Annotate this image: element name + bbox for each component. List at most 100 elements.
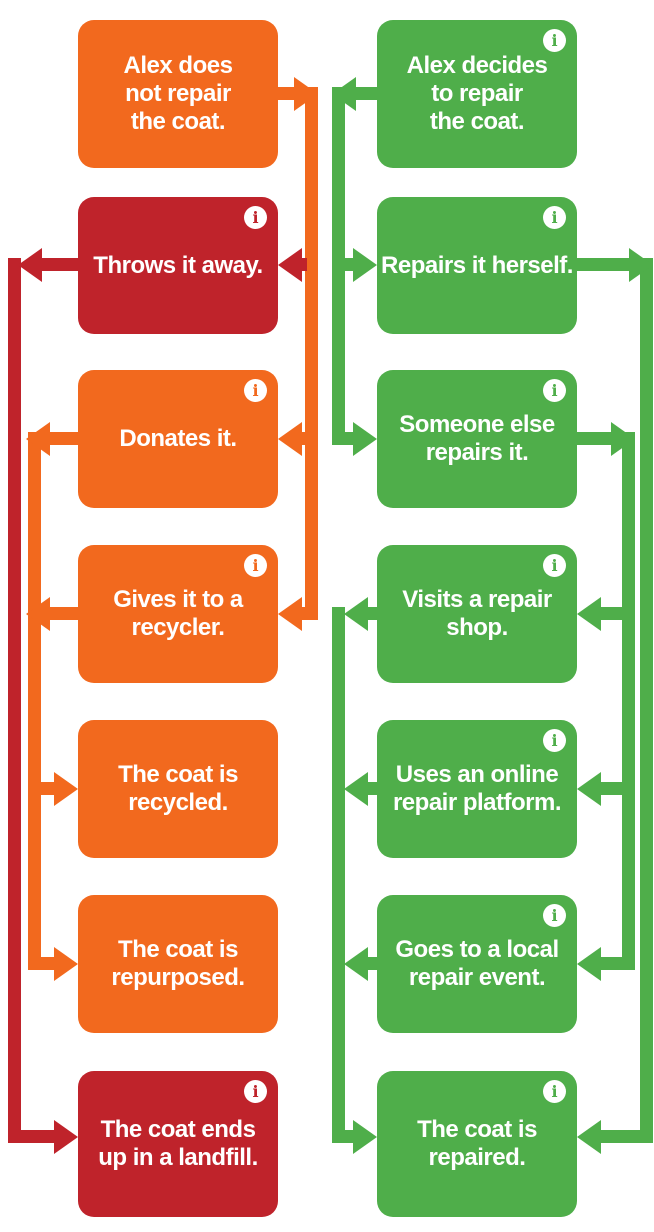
info-glyph: i <box>551 555 558 575</box>
line-orange-center <box>305 87 318 620</box>
connector-shaft <box>577 258 631 271</box>
box-repairs-herself[interactable]: i Repairs it herself. <box>377 197 577 334</box>
connector-shaft <box>599 782 622 795</box>
connector-shaft <box>354 87 377 100</box>
box-visits-repair-shop[interactable]: i Visits a repair shop. <box>377 545 577 683</box>
info-icon[interactable]: i <box>244 1080 267 1103</box>
arrowhead-left <box>344 772 368 806</box>
box-label: Repairs it herself. <box>381 251 573 279</box>
arrowhead-left <box>278 248 302 282</box>
connector-shaft <box>21 1130 56 1143</box>
connector-shaft <box>345 258 355 271</box>
box-donates-it[interactable]: i Donates it. <box>78 370 278 508</box>
line-orange-left <box>28 432 41 970</box>
connector-shaft <box>577 432 613 445</box>
info-icon[interactable]: i <box>543 554 566 577</box>
info-icon[interactable]: i <box>543 29 566 52</box>
box-label: The coat is recycled. <box>118 761 238 816</box>
box-alex-decides-repair[interactable]: i Alex decides to repair the coat. <box>377 20 577 168</box>
info-glyph: i <box>551 380 558 400</box>
box-label: Alex does not repair the coat. <box>123 52 233 135</box>
connector-shaft <box>41 957 56 970</box>
info-glyph: i <box>551 30 558 50</box>
arrowhead-right <box>54 947 78 981</box>
info-icon[interactable]: i <box>244 206 267 229</box>
box-someone-else-repairs[interactable]: i Someone else repairs it. <box>377 370 577 508</box>
box-label: Gives it to a recycler. <box>113 586 243 641</box>
info-glyph: i <box>551 730 558 750</box>
arrowhead-left <box>278 422 302 456</box>
info-glyph: i <box>551 1081 558 1101</box>
info-glyph: i <box>551 207 558 227</box>
connector-shaft <box>599 1130 640 1143</box>
arrowhead-left <box>577 1120 601 1154</box>
box-local-repair-event[interactable]: i Goes to a local repair event. <box>377 895 577 1033</box>
box-online-repair-platform[interactable]: i Uses an online repair platform. <box>377 720 577 858</box>
arrowhead-right <box>54 1120 78 1154</box>
arrowhead-left <box>577 947 601 981</box>
line-red-left <box>8 258 21 1143</box>
connector-shaft <box>599 607 622 620</box>
arrowhead-left <box>344 597 368 631</box>
box-label: Visits a repair shop. <box>402 586 552 641</box>
box-label: Uses an online repair platform. <box>392 761 562 816</box>
line-green-right-outer <box>640 258 653 1143</box>
box-throws-it-away[interactable]: i Throws it away. <box>78 197 278 334</box>
line-green-center-lower <box>332 607 345 1143</box>
arrowhead-right <box>353 1120 377 1154</box>
connector-shaft <box>300 607 318 620</box>
arrowhead-left <box>577 597 601 631</box>
arrowhead-left <box>344 947 368 981</box>
connector-shaft <box>48 607 78 620</box>
connector-shaft <box>48 432 78 445</box>
info-icon[interactable]: i <box>543 729 566 752</box>
box-label: The coat ends up in a landfill. <box>98 1116 258 1171</box>
arrowhead-right <box>294 77 318 111</box>
line-green-right-inner <box>622 432 635 970</box>
arrowhead-right <box>611 422 635 456</box>
box-alex-does-not-repair: Alex does not repair the coat. <box>78 20 278 168</box>
box-coat-repurposed: The coat is repurposed. <box>78 895 278 1033</box>
info-icon[interactable]: i <box>244 379 267 402</box>
box-label: The coat is repurposed. <box>111 936 245 991</box>
arrowhead-left <box>332 77 356 111</box>
arrowhead-right <box>353 422 377 456</box>
box-coat-repaired[interactable]: i The coat is repaired. <box>377 1071 577 1217</box>
info-icon[interactable]: i <box>543 904 566 927</box>
arrowhead-right <box>629 248 653 282</box>
info-glyph: i <box>551 905 558 925</box>
arrowhead-left <box>18 248 42 282</box>
box-gives-to-recycler[interactable]: i Gives it to a recycler. <box>78 545 278 683</box>
connector-shaft <box>345 432 355 445</box>
box-coat-landfill[interactable]: i The coat ends up in a landfill. <box>78 1071 278 1217</box>
box-coat-recycled: The coat is recycled. <box>78 720 278 858</box>
info-icon[interactable]: i <box>244 554 267 577</box>
connector-shaft <box>366 607 378 620</box>
info-icon[interactable]: i <box>543 379 566 402</box>
arrowhead-left <box>26 422 50 456</box>
connector-shaft <box>366 957 378 970</box>
box-label: Throws it away. <box>93 251 263 279</box>
connector-shaft <box>41 782 56 795</box>
info-icon[interactable]: i <box>543 1080 566 1103</box>
connector-shaft <box>300 258 307 271</box>
arrowhead-left <box>577 772 601 806</box>
box-label: Someone else repairs it. <box>399 411 555 466</box>
info-glyph: i <box>252 207 259 227</box>
connector-shaft <box>278 87 298 100</box>
box-label: The coat is repaired. <box>417 1116 537 1171</box>
arrowhead-right <box>353 248 377 282</box>
info-icon[interactable]: i <box>543 206 566 229</box>
box-label: Goes to a local repair event. <box>395 936 559 991</box>
arrowhead-right <box>54 772 78 806</box>
arrowhead-left <box>26 597 50 631</box>
info-glyph: i <box>252 1081 259 1101</box>
info-glyph: i <box>252 555 259 575</box>
connector-shaft <box>40 258 78 271</box>
connector-shaft <box>599 957 622 970</box>
arrowhead-left <box>278 597 302 631</box>
connector-shaft <box>345 1130 355 1143</box>
info-glyph: i <box>252 380 259 400</box>
box-label: Donates it. <box>119 425 237 452</box>
